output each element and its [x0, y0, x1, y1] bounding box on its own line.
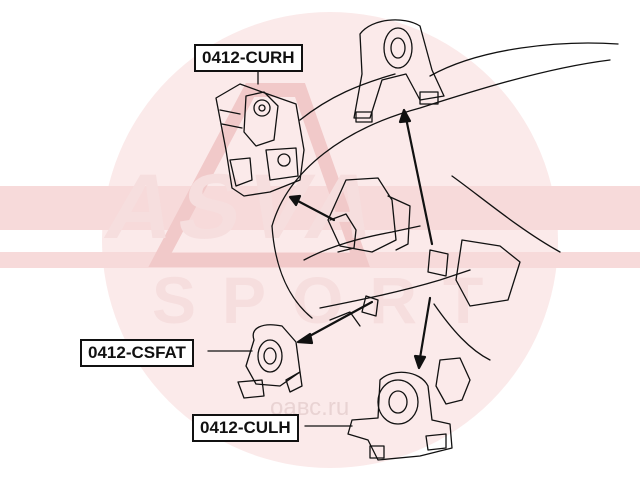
arrow-head-culh [413, 354, 427, 370]
mount-curh [215, 83, 305, 197]
arrow-to-top-mount [404, 116, 434, 246]
arrows [288, 108, 434, 370]
watermark-circle [102, 12, 558, 468]
watermark-a-shape [148, 83, 370, 267]
arrow-head-top-mount [398, 108, 412, 124]
mount-top-right [353, 19, 445, 123]
part-label-csfat: 0412-CSFAT [80, 339, 194, 367]
arrow-to-csfat [304, 300, 374, 340]
mount-csfat [237, 324, 303, 399]
mount-culh [347, 371, 453, 461]
arrow-head-csfat [296, 332, 314, 345]
arrow-to-culh [418, 296, 432, 360]
part-label-culh: 0412-CULH [192, 414, 299, 442]
leader-lines [207, 68, 353, 427]
engine-outline [271, 42, 619, 405]
watermark-sub: SPORT [152, 263, 510, 337]
part-label-curh: 0412-CURH [194, 44, 303, 72]
arrow-to-curh [294, 198, 336, 222]
watermark-band-top [0, 186, 640, 230]
arrow-head-curh [288, 194, 302, 207]
